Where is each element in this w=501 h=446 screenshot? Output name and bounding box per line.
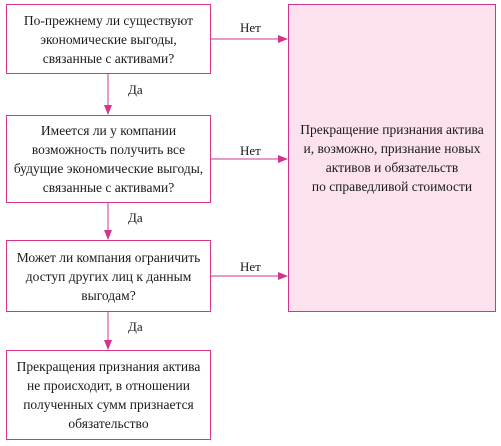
edge-label-no-2: Нет (240, 143, 261, 158)
edge-label-no-3: Нет (240, 259, 261, 274)
question-text-1: По-прежнему ли существуют экономические … (23, 12, 194, 66)
question-text-2: Имеется ли у компании возможность получи… (13, 123, 204, 195)
result-box-no-derecognition: Прекращения признания актива не происход… (6, 350, 211, 440)
question-text-3: Может ли компания ограничить доступ друг… (16, 249, 201, 303)
question-box-obtain-benefits: Имеется ли у компании возможность получи… (6, 115, 211, 203)
edge-label-yes-1: Да (128, 82, 143, 97)
result-box-derecognize: Прекращение признания актива и, возможно… (288, 4, 496, 312)
edge-label-yes-2: Да (128, 210, 143, 225)
edge-label-yes-3: Да (128, 319, 143, 334)
question-box-restrict-access: Может ли компания ограничить доступ друг… (6, 240, 211, 312)
result-text-no-derecognition: Прекращения признания актива не происход… (16, 359, 201, 431)
result-text-derecognize: Прекращение признания актива и, возможно… (300, 122, 484, 194)
question-box-benefits-exist: По-прежнему ли существуют экономические … (6, 4, 211, 74)
edge-label-no-1: Нет (240, 20, 261, 35)
